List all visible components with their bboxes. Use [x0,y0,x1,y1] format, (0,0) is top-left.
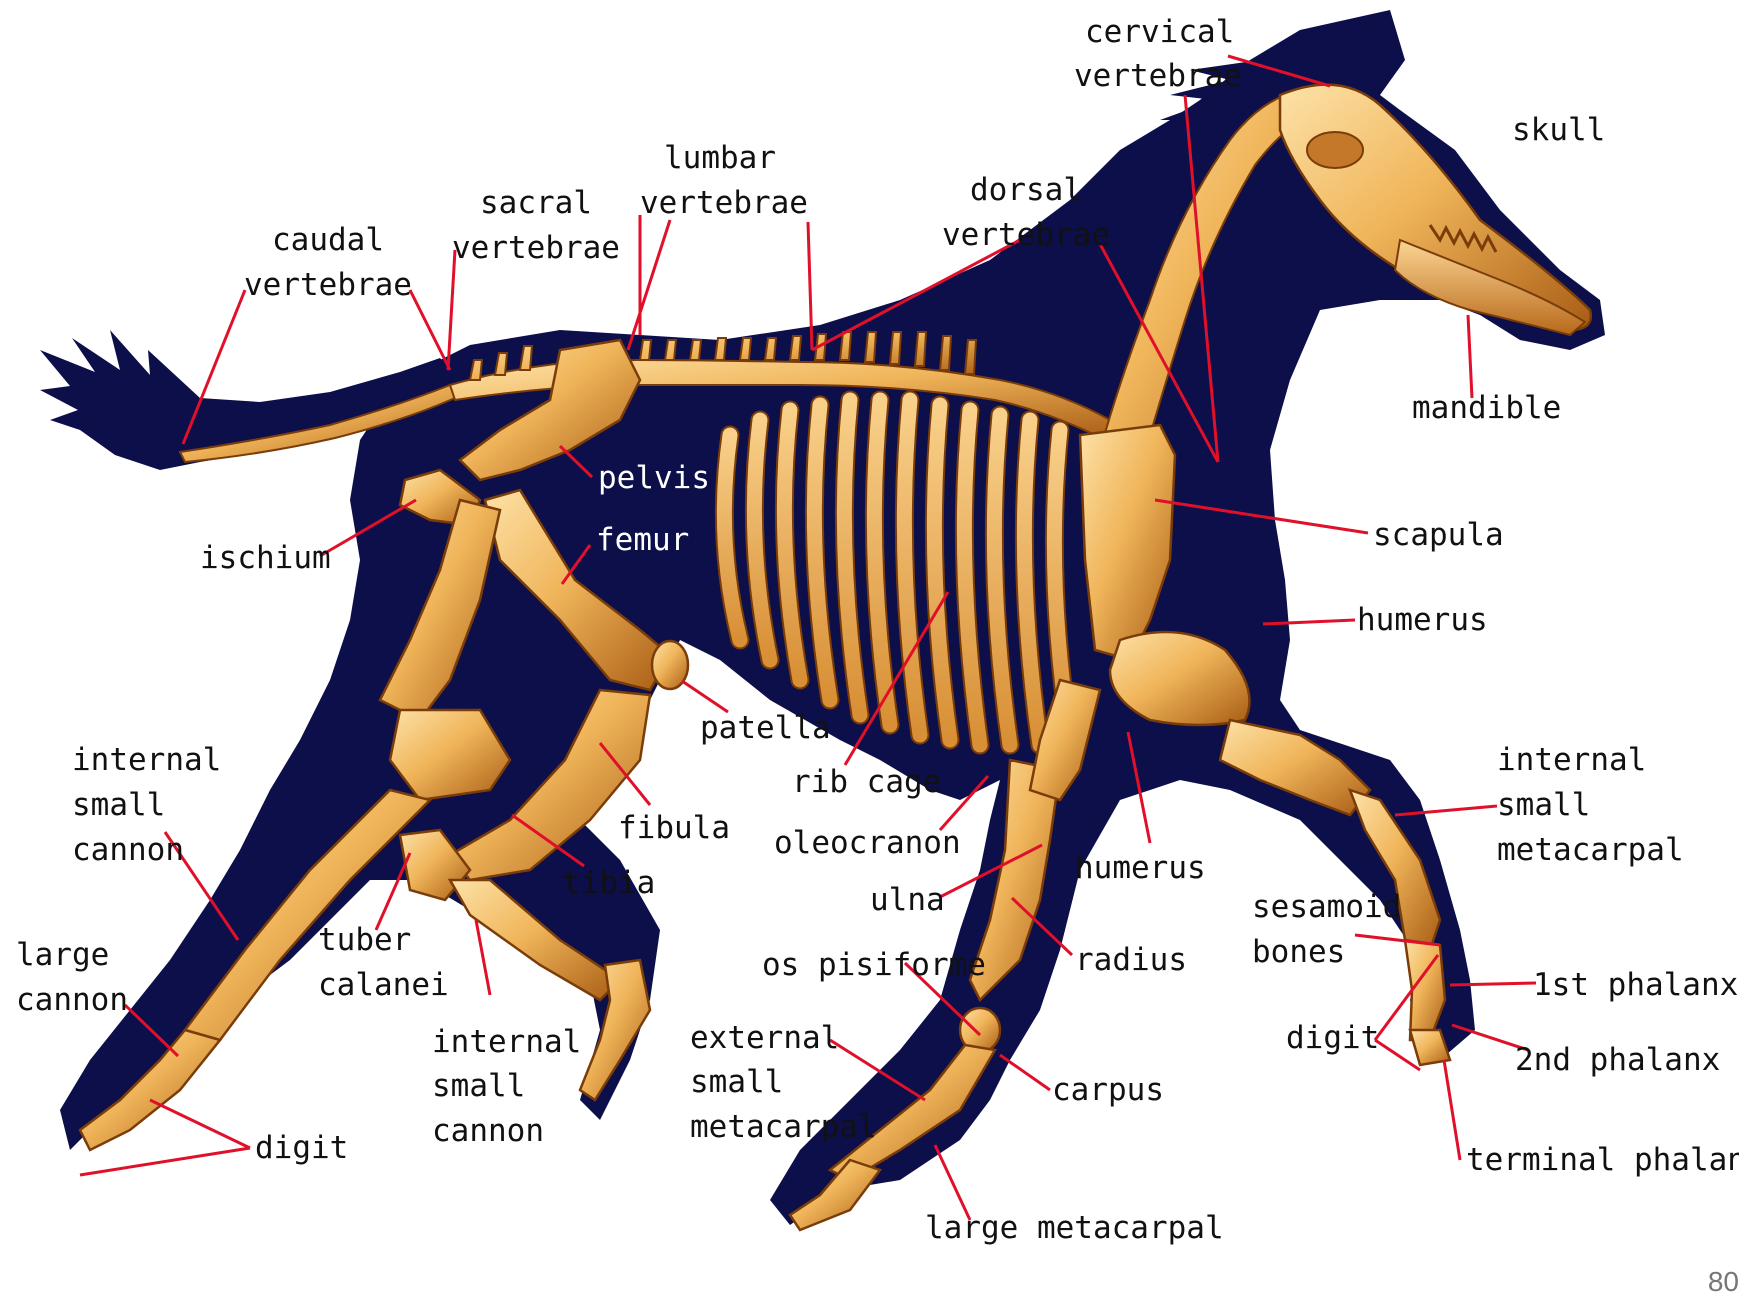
page-number: 80 [1708,1266,1739,1298]
label-second-phalanx: 2nd phalanx [1515,1042,1720,1078]
label-ulna: ulna [870,882,945,918]
label-oleocranon: oleocranon [774,825,961,861]
label-caudal-2: vertebrae [244,267,412,303]
label-internal-small-cannon-hind-3: cannon [72,832,184,868]
label-fibula: fibula [618,810,730,846]
label-large-cannon-1: large [16,937,109,973]
label-tuber-2: calanei [318,967,449,1003]
label-sacral-1: sacral [480,185,592,221]
label-rib-cage: rib cage [792,764,941,800]
label-radius: radius [1075,942,1187,978]
label-skull: skull [1512,112,1605,148]
label-caudal-1: caudal [272,222,384,258]
label-internal-small-cannon-hind-2: small [72,787,165,823]
label-internal-small-cannon-hind-1: internal [72,742,221,778]
label-external-small-metacarpal-1: external [690,1020,839,1056]
label-dorsal-2: vertebrae [942,217,1110,253]
label-external-small-metacarpal-2: small [690,1064,783,1100]
label-internal-small-metacarpal-2: small [1497,787,1590,823]
label-tibia: tibia [562,865,655,901]
label-patella: patella [700,710,831,746]
label-cervical-2: vertebrae [1074,58,1242,94]
label-carpus: carpus [1052,1072,1164,1108]
label-large-metacarpal: large metacarpal [925,1210,1224,1246]
label-terminal-phalanx: terminal phalanx [1466,1142,1739,1178]
label-humerus-lower: humerus [1075,850,1206,886]
label-large-cannon-2: cannon [16,982,128,1018]
label-internal-small-cannon-2-1: internal [432,1024,581,1060]
label-internal-small-cannon-2-3: cannon [432,1113,544,1149]
label-sacral-2: vertebrae [452,230,620,266]
label-dorsal-1: dorsal [970,172,1082,208]
label-lumbar-2: vertebrae [640,185,808,221]
label-os-pisiforme: os pisiforme [762,947,986,983]
label-digit-front: digit [1286,1020,1379,1056]
label-sesamoid-2: bones [1252,934,1345,970]
label-internal-small-metacarpal-1: internal [1497,742,1646,778]
label-humerus-upper: humerus [1357,602,1488,638]
label-lumbar-1: lumbar [664,140,776,176]
label-first-phalanx: 1st phalanx [1533,967,1738,1003]
label-femur: femur [596,522,689,558]
label-ischium: ischium [200,540,331,576]
label-mandible: mandible [1412,390,1561,426]
eye-socket [1307,132,1363,168]
label-sesamoid-1: sesamoid [1252,889,1401,925]
label-pelvis: pelvis [598,460,710,496]
label-cervical-1: cervical [1085,14,1234,50]
label-scapula: scapula [1373,517,1504,553]
label-digit-hind: digit [255,1130,348,1166]
label-tuber-1: tuber [318,922,411,958]
label-internal-small-cannon-2-2: small [432,1068,525,1104]
label-external-small-metacarpal-3: metacarpal [690,1109,877,1145]
label-internal-small-metacarpal-3: metacarpal [1497,832,1684,868]
